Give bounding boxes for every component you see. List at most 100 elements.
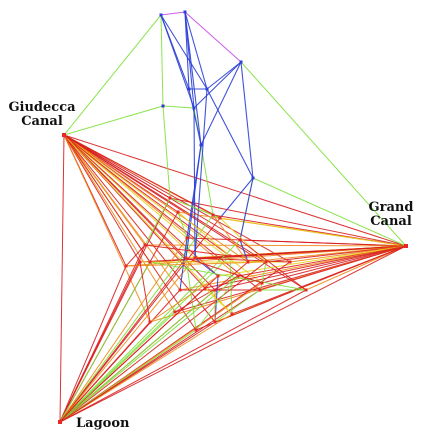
graph-edge	[240, 61, 254, 179]
graph-edge	[239, 239, 407, 247]
graph-edge	[239, 239, 307, 291]
graph-edge	[305, 245, 407, 291]
graph-node	[404, 244, 408, 248]
graph-node	[216, 274, 220, 278]
graph-node	[238, 238, 242, 242]
graph-edge	[144, 244, 231, 257]
graph-node	[138, 260, 142, 264]
graph-edge	[59, 275, 239, 423]
graph-node	[159, 13, 163, 17]
graph-edge	[139, 261, 151, 323]
graph-node	[193, 256, 197, 260]
graph-node	[213, 320, 217, 324]
graph-edge	[149, 275, 219, 323]
graph-node	[187, 87, 191, 91]
graph-edge	[63, 134, 407, 247]
graph-edge	[63, 134, 249, 263]
graph-edge	[59, 261, 267, 423]
graph-edge	[63, 14, 162, 136]
graph-node	[124, 264, 128, 268]
graph-edge	[169, 197, 407, 247]
graph-edge	[160, 14, 164, 107]
graph-edge	[59, 313, 233, 423]
graph-edge	[144, 244, 407, 247]
graph-node	[251, 176, 255, 180]
graph-edge	[239, 239, 249, 263]
graph-node	[260, 281, 264, 285]
graph-edge	[174, 275, 239, 313]
graph-node	[213, 288, 217, 292]
graph-node	[205, 87, 209, 91]
graph-edge	[59, 245, 407, 423]
graph-edge	[59, 261, 141, 423]
graph-edge	[149, 261, 307, 291]
graph-edge	[239, 177, 254, 241]
graph-edge	[194, 257, 291, 263]
graph-node	[192, 106, 196, 110]
graph-edge	[184, 11, 242, 63]
graph-edge	[160, 11, 186, 16]
graph-edge	[59, 289, 307, 423]
anchor-label-lagoon: Lagoon	[76, 417, 129, 431]
anchor-label-giudecca-canal: Giudecca Canal	[8, 101, 76, 129]
graph-edge	[59, 134, 65, 423]
graph-edge	[63, 134, 221, 219]
graph-nodes	[58, 10, 408, 424]
graph-edge	[206, 61, 242, 90]
graph-node	[143, 243, 147, 247]
graph-edge	[206, 88, 254, 179]
graph-edge	[125, 244, 146, 267]
graph-edge	[63, 134, 233, 315]
graph-edge	[160, 14, 195, 109]
graph-edge	[184, 11, 208, 90]
graph-edge	[204, 245, 407, 289]
graph-edge	[59, 214, 214, 423]
graph-edge	[63, 134, 241, 241]
graph-edge	[240, 61, 407, 247]
graph-edge	[59, 287, 206, 423]
graph-node	[176, 210, 180, 214]
graph-node	[211, 213, 215, 217]
graph-node	[168, 196, 172, 200]
graph-edge	[59, 265, 127, 423]
graph-node	[62, 133, 66, 137]
graph-node	[228, 254, 232, 258]
graph-node	[58, 420, 62, 424]
graph-edge	[59, 289, 261, 423]
graph-edge	[125, 261, 267, 267]
graph-node	[194, 328, 198, 332]
graph-edge	[217, 245, 407, 277]
graph-edge	[162, 105, 171, 199]
graph-edge	[200, 61, 242, 146]
graph-edge	[59, 321, 151, 423]
graph-node	[183, 10, 187, 14]
graph-edge	[219, 217, 267, 263]
graph-edge	[219, 177, 254, 219]
graph-edge	[212, 214, 249, 263]
graph-node	[230, 312, 234, 316]
graph-edge	[59, 311, 176, 423]
graph-edge	[59, 261, 151, 423]
graph-edge	[261, 245, 407, 284]
graph-edge	[160, 14, 208, 90]
graph-edge	[214, 289, 261, 323]
anchor-label-line: Giudecca	[8, 100, 76, 115]
graph-edge	[184, 11, 202, 146]
graph-node	[239, 60, 243, 64]
graph-edge	[177, 211, 188, 239]
graph-node	[218, 216, 222, 220]
graph-node	[148, 260, 152, 264]
graph-edge	[144, 197, 171, 246]
graph-edge	[261, 261, 267, 284]
graph-edge	[214, 245, 407, 291]
graph-edge	[162, 105, 195, 109]
graph-edge	[63, 134, 197, 331]
graph-node	[246, 260, 250, 264]
graph-edges	[59, 11, 407, 423]
graph-node	[184, 256, 188, 260]
graph-node	[258, 288, 262, 292]
anchor-label-line: Canal	[21, 114, 63, 129]
graph-edge	[193, 61, 242, 109]
graph-node	[173, 310, 177, 314]
graph-edge	[59, 257, 187, 423]
